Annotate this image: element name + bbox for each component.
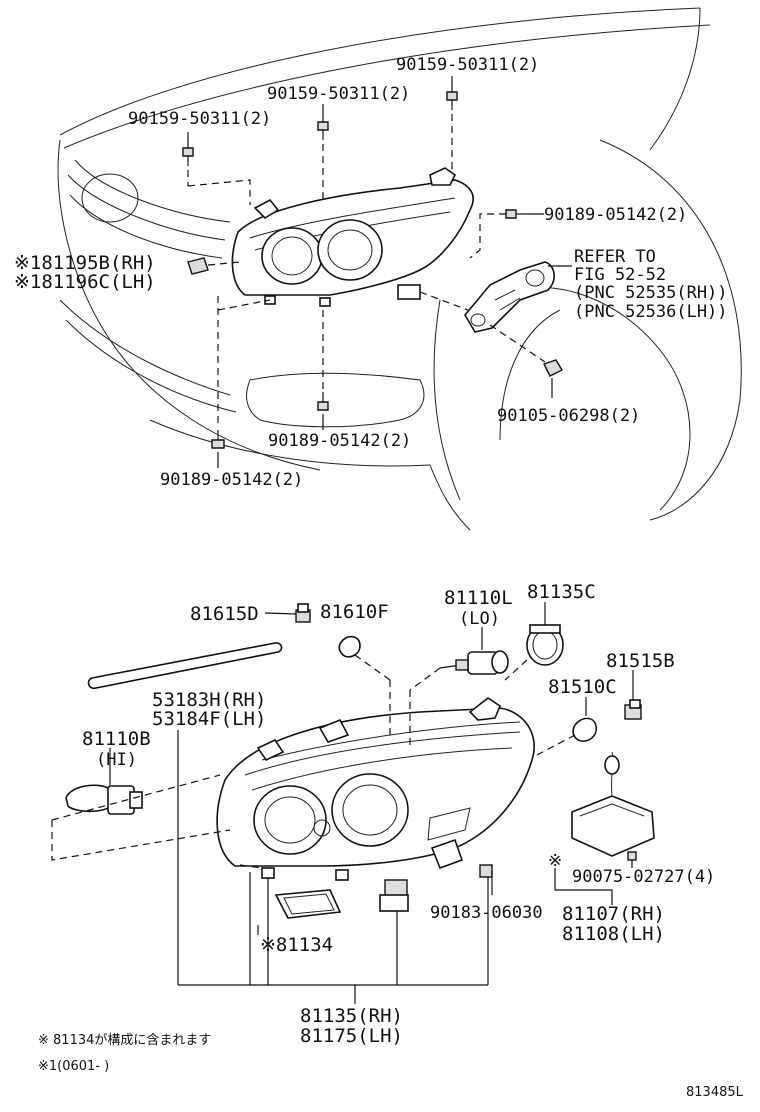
label-81615d: 81615D — [190, 603, 259, 625]
top-leader-lines — [187, 76, 572, 468]
label-bolt-90159-left: 90159-50311(2) — [128, 109, 271, 129]
label-refer-3: (PNC 52535(RH)) — [574, 283, 728, 303]
socket-81615d-icon — [295, 603, 311, 623]
label-refer-4: (PNC 52536(LH)) — [574, 302, 728, 322]
screw-90183-icon — [479, 864, 493, 878]
label-81135: 81135(RH) — [300, 1005, 403, 1027]
trim-strip — [87, 642, 283, 690]
clip-icon — [187, 257, 209, 275]
nut-icon — [543, 359, 563, 377]
label-90075: 90075-02727(4) — [572, 867, 715, 887]
leveling-motor-icon — [379, 879, 409, 912]
label-screw-90189-low: 90189-05142(2) — [160, 470, 303, 490]
socket-81515b-icon — [624, 699, 642, 720]
top-callouts: 90159-50311(2) 90159-50311(2) 90159-5031… — [14, 55, 728, 490]
screw-icon — [505, 209, 524, 219]
label-81134: ※81134 — [260, 934, 333, 956]
bulb-81610f-icon — [338, 635, 361, 658]
ballast-icon — [571, 751, 655, 861]
label-53184f: 53184F(LH) — [152, 708, 266, 730]
footnotes: ※ 81134が構成に含まれます ※1(0601- ) 813485L — [38, 1032, 744, 1100]
label-81135c: 81135C — [527, 581, 596, 603]
bottom-leader-lines — [51, 602, 634, 1004]
label-53183h: 53183H(RH) — [152, 689, 266, 711]
bracket-part — [464, 261, 555, 333]
screw-icon — [317, 392, 329, 411]
lo-bulb-icon — [439, 650, 509, 675]
label-screw-90189-right: 90189-05142(2) — [544, 205, 687, 225]
screw-icon — [211, 430, 225, 449]
gasket-81134-icon — [274, 889, 342, 919]
vehicle-body-outline — [57, 7, 742, 531]
label-90183: 90183-06030 — [430, 903, 543, 923]
headlamp-top-view — [231, 167, 474, 307]
label-clip-lh: ※181196C(LH) — [14, 271, 156, 293]
bottom-callouts: 81615D 81610F 81110L (LO) 81135C 81515B … — [82, 581, 715, 1047]
headlamp-exploded — [216, 697, 535, 881]
label-nut-90105: 90105-06298(2) — [497, 406, 640, 426]
hi-bulb-icon — [65, 784, 143, 815]
label-81610f: 81610F — [320, 601, 389, 623]
label-ballast-mark: ※ — [548, 851, 562, 871]
footnote-2: ※1(0601- ) — [38, 1059, 109, 1074]
label-clip-rh: ※181195B(RH) — [14, 252, 156, 274]
label-bolt-90159-right: 90159-50311(2) — [396, 55, 539, 75]
label-bolt-90159-center: 90159-50311(2) — [267, 84, 410, 104]
label-refer-1: REFER TO — [574, 247, 656, 267]
figure-id: 813485L — [686, 1085, 744, 1100]
bolt-icon — [317, 121, 329, 140]
label-81175: 81175(LH) — [300, 1025, 403, 1047]
label-hi: (HI) — [96, 750, 137, 770]
label-81108: 81108(LH) — [562, 923, 665, 945]
bottom-components — [65, 603, 655, 919]
label-81515b: 81515B — [606, 650, 675, 672]
label-81110l: 81110L — [444, 587, 513, 609]
footnote-1: ※ 81134が構成に含まれます — [38, 1032, 211, 1048]
label-lo: (LO) — [459, 609, 500, 629]
label-screw-90189-mid: 90189-05142(2) — [268, 431, 411, 451]
cover-81135c-icon — [526, 624, 564, 666]
label-81107: 81107(RH) — [562, 903, 665, 925]
bulb-81510c-icon — [572, 717, 598, 742]
label-81510c: 81510C — [548, 676, 617, 698]
label-81110b: 81110B — [82, 728, 151, 750]
label-refer-2: FIG 52-52 — [574, 265, 666, 285]
bolt-icon — [182, 147, 194, 166]
bolt-icon — [446, 91, 458, 110]
fastener-icons — [182, 91, 563, 449]
